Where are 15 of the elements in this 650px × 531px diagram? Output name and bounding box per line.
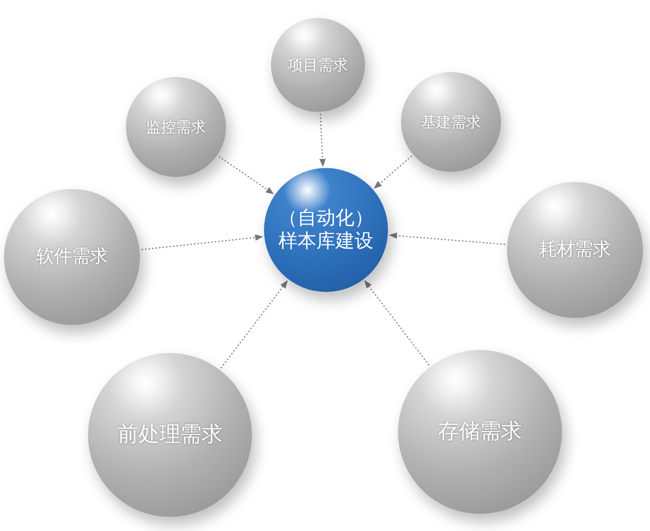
arrow — [364, 280, 430, 366]
arrow — [220, 280, 288, 369]
arrow — [142, 234, 264, 250]
sphere: 项目需求 — [271, 18, 365, 112]
sphere: 基建需求 — [401, 72, 501, 172]
arrow — [374, 156, 412, 189]
sphere: 前处理需求 — [88, 353, 252, 517]
center-sphere: （自动化）样本库建设 — [264, 168, 388, 292]
arrow — [218, 156, 274, 194]
arrow — [389, 232, 506, 245]
sphere: 监控需求 — [126, 77, 226, 177]
sphere: 耗材需求 — [507, 182, 643, 318]
sphere: 存储需求 — [398, 350, 562, 514]
arrow — [319, 114, 326, 167]
sphere: 软件需求 — [4, 189, 140, 325]
